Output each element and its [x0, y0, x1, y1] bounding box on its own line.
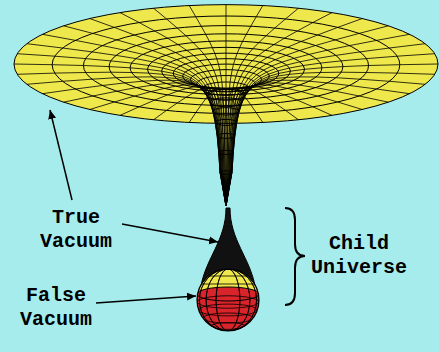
child-bubble	[196, 268, 260, 334]
bubble-top	[196, 268, 260, 300]
bubble-outline	[197, 269, 259, 331]
grid-line	[199, 269, 256, 331]
grid-line	[226, 72, 435, 206]
grid-line	[226, 80, 410, 206]
grid-line	[228, 269, 229, 331]
grid-line	[64, 83, 226, 206]
grid-line	[120, 86, 226, 206]
bubble-group	[196, 268, 260, 334]
grid-line	[226, 19, 362, 207]
grid-line	[203, 313, 253, 323]
grid-line	[226, 5, 227, 206]
grid-line	[27, 44, 226, 206]
grid-line	[226, 44, 425, 206]
grid-line	[226, 77, 425, 206]
grid-line	[199, 304, 258, 316]
brace	[285, 208, 305, 305]
grid-line	[226, 85, 362, 206]
false-vacuum-label: False Vacuum	[6, 284, 106, 332]
grid-line	[226, 54, 435, 206]
true-vacuum-label: True Vacuum	[30, 206, 122, 254]
grid-line	[27, 77, 226, 206]
grid-line	[216, 269, 240, 331]
grid-line	[42, 80, 226, 206]
grid-line	[201, 284, 254, 285]
grid-line	[216, 269, 240, 331]
pointer-arrow	[50, 110, 72, 200]
pointer-arrow	[122, 224, 218, 242]
grid-line	[90, 85, 226, 206]
grid-line	[226, 86, 332, 206]
grid-line	[208, 276, 247, 277]
grid-line	[226, 64, 438, 206]
grid-line	[90, 19, 226, 207]
grid-line	[17, 72, 226, 206]
grid-line	[197, 269, 259, 331]
grid-line	[199, 269, 256, 331]
grid-line	[14, 64, 226, 206]
grid-line	[189, 6, 226, 207]
grid-line	[64, 26, 226, 206]
pointer-arrow	[96, 296, 196, 303]
grid-line	[226, 83, 388, 206]
grid-line	[226, 13, 332, 206]
grid-line	[226, 34, 410, 206]
grid-line	[120, 13, 226, 206]
grid-line	[154, 8, 227, 206]
funnel-surface	[14, 5, 438, 206]
child-universe-label: Child Universe	[304, 232, 414, 280]
grid-line	[17, 54, 226, 206]
grid-line	[226, 26, 388, 206]
